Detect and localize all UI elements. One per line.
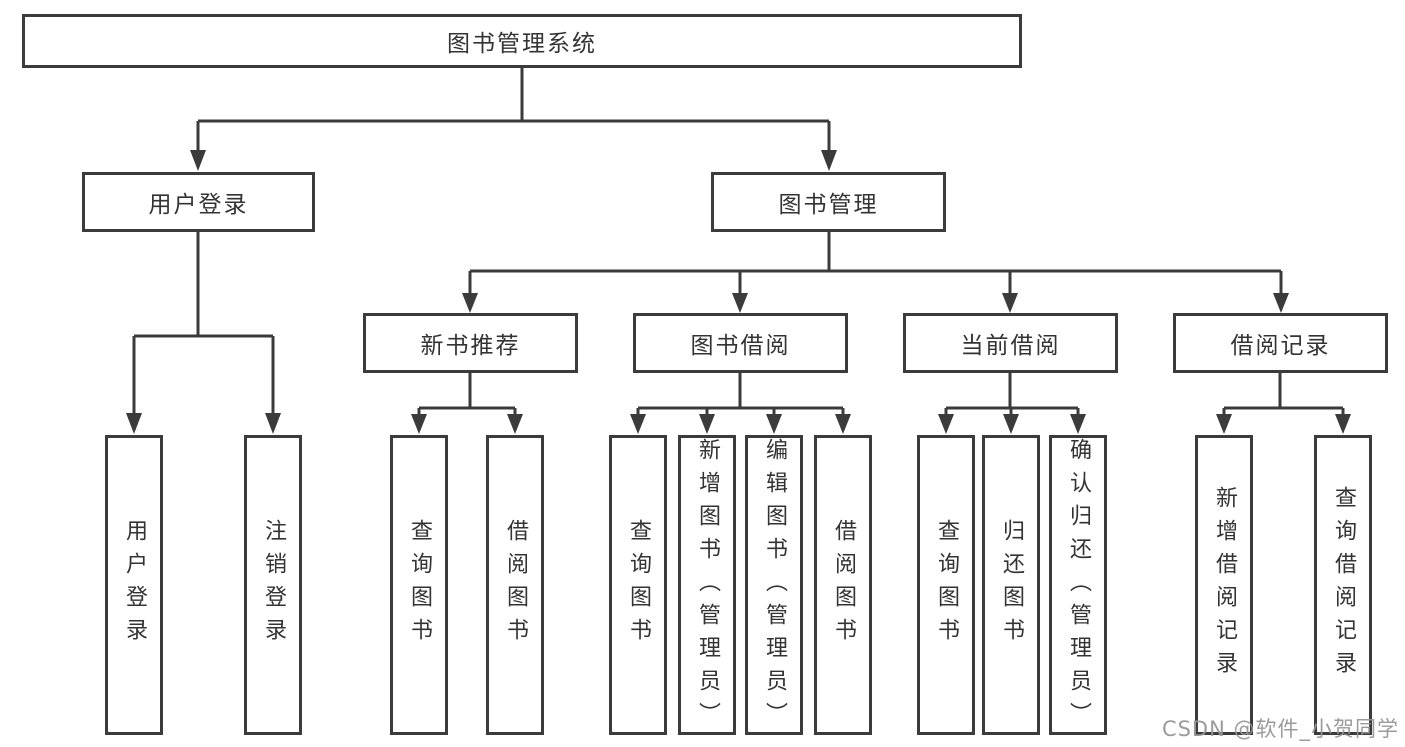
leaf-query-borrow-record-label: 查询借阅记录	[1331, 486, 1356, 684]
leaf-user-login: 用户登录	[105, 435, 163, 735]
leaf-recommend-query-books: 查询图书	[390, 435, 448, 735]
leaf-user-login-label: 用户登录	[122, 519, 147, 651]
leaf-edit-book-admin-label: 编辑图书（管理员）	[762, 438, 787, 735]
leaf-recommend-query-books-label: 查询图书	[407, 519, 432, 651]
node-new-book-recommend: 新书推荐	[363, 313, 578, 373]
node-new-book-recommend-label: 新书推荐	[420, 333, 521, 359]
node-borrow-records: 借阅记录	[1173, 313, 1388, 373]
node-book-borrow: 图书借阅	[633, 313, 848, 373]
node-current-borrow-label: 当前借阅	[960, 333, 1061, 359]
leaf-confirm-return-admin: 确认归还（管理员）	[1049, 435, 1107, 735]
leaf-recommend-borrow-books-label: 借阅图书	[503, 519, 528, 651]
node-user-login: 用户登录	[82, 172, 315, 232]
leaf-add-borrow-record: 新增借阅记录	[1195, 435, 1253, 735]
leaf-recommend-borrow-books: 借阅图书	[486, 435, 544, 735]
leaf-query-borrow-record: 查询借阅记录	[1314, 435, 1372, 735]
leaf-borrow-query-books-label: 查询图书	[626, 519, 651, 651]
leaf-current-query-books: 查询图书	[917, 435, 975, 735]
node-book-management: 图书管理	[711, 172, 946, 232]
leaf-current-query-books-label: 查询图书	[934, 519, 959, 651]
leaf-confirm-return-admin-label: 确认归还（管理员）	[1066, 438, 1091, 735]
node-root-label: 图书管理系统	[447, 31, 597, 57]
leaf-add-borrow-record-label: 新增借阅记录	[1212, 486, 1237, 684]
node-user-login-label: 用户登录	[148, 192, 249, 218]
leaf-borrow-query-books: 查询图书	[609, 435, 667, 735]
node-borrow-records-label: 借阅记录	[1230, 333, 1331, 359]
leaf-edit-book-admin: 编辑图书（管理员）	[745, 435, 803, 735]
node-current-borrow: 当前借阅	[903, 313, 1118, 373]
leaf-borrow-borrow-books: 借阅图书	[814, 435, 872, 735]
leaf-return-book-label: 归还图书	[999, 519, 1024, 651]
leaf-return-book: 归还图书	[982, 435, 1040, 735]
leaf-logout: 注销登录	[244, 435, 302, 735]
node-book-management-label: 图书管理	[778, 192, 879, 218]
node-book-borrow-label: 图书借阅	[690, 333, 791, 359]
node-root: 图书管理系统	[22, 14, 1022, 68]
watermark: CSDN @软件_小贺同学	[1161, 717, 1399, 741]
leaf-add-book-admin-label: 新增图书（管理员）	[695, 438, 720, 735]
leaf-borrow-borrow-books-label: 借阅图书	[831, 519, 856, 651]
leaf-add-book-admin: 新增图书（管理员）	[678, 435, 736, 735]
leaf-logout-label: 注销登录	[261, 519, 286, 651]
